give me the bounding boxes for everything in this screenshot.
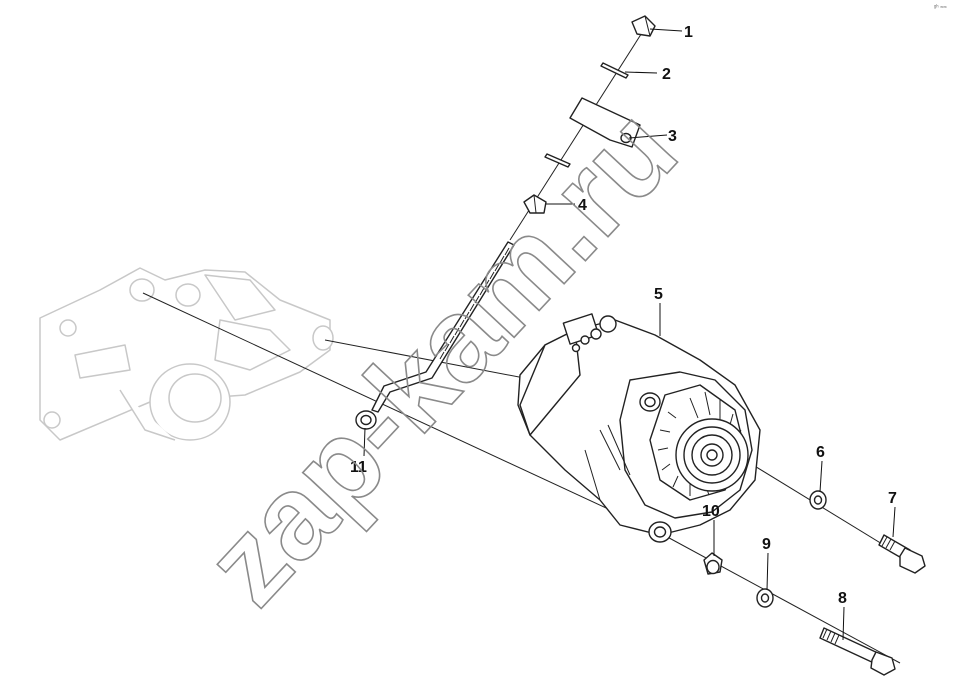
callout-2: 2 [662, 66, 671, 83]
callout-8: 8 [838, 590, 847, 607]
part-5-alternator [517, 313, 761, 543]
part-7-bolt [878, 534, 926, 574]
part-4-sleeve [523, 194, 547, 214]
callout-3: 3 [668, 128, 677, 145]
leader-lines [363, 28, 896, 641]
part-2-washer [600, 62, 629, 79]
part-1-nut [631, 15, 656, 37]
adjusting-rod [355, 241, 515, 430]
callout-11: 11 [350, 459, 367, 476]
callout-9: 9 [762, 536, 771, 553]
spacer-washer [544, 153, 571, 168]
part-3-tension-link [569, 97, 641, 148]
callout-6: 6 [816, 444, 825, 461]
callout-1: 1 [684, 24, 693, 41]
callout-labels: 1 2 3 4 5 6 7 8 9 10 11 [350, 24, 897, 607]
part-6-washer [809, 490, 827, 510]
callout-10: 10 [702, 503, 720, 520]
part-8-bolt [819, 627, 896, 676]
callout-5: 5 [654, 286, 663, 303]
part-10-bushing [703, 552, 723, 575]
part-9-washer [756, 588, 774, 608]
mounting-bracket [39, 267, 334, 441]
callout-4: 4 [578, 197, 587, 214]
callout-7: 7 [888, 490, 897, 507]
corner-mark: ᵍʰ ≈≈ [934, 4, 948, 11]
